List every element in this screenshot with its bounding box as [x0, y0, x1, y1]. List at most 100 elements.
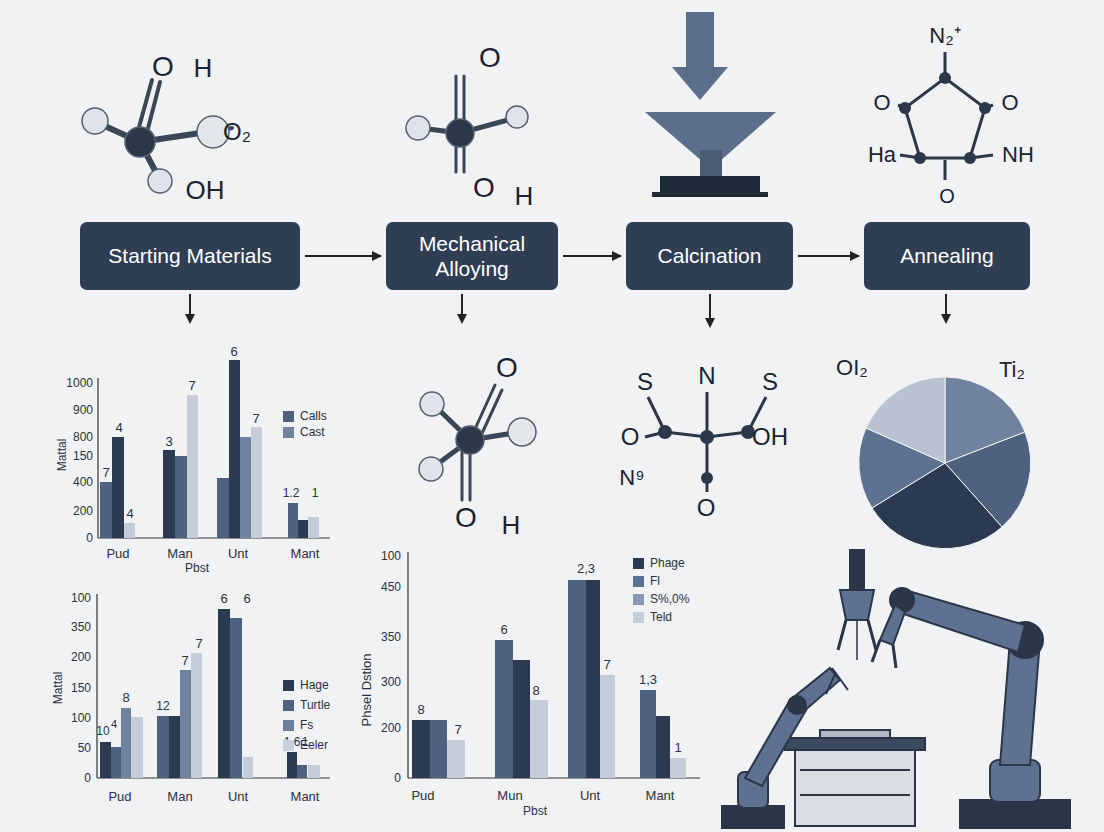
robot-arms [722, 550, 1070, 828]
chart-text: 450 [381, 581, 401, 593]
chart-text: 4 [111, 719, 117, 730]
chart-text: Man [167, 790, 192, 803]
bar [169, 716, 180, 778]
bar [163, 450, 175, 538]
atom-label: O [496, 354, 518, 382]
bar [656, 716, 670, 778]
chart-text: 200 [71, 651, 91, 663]
legend-entry: Fl [633, 574, 660, 588]
bar [288, 503, 298, 538]
bar [298, 520, 308, 538]
atom-label: O [621, 425, 640, 449]
atom-label: OH [752, 425, 788, 449]
chart-text: 4 [126, 507, 133, 520]
legend-entry: Fs [283, 718, 313, 732]
legend-entry: Teld [633, 610, 672, 624]
chart-text: 7 [454, 723, 461, 736]
legend-entry: Cast [283, 425, 325, 439]
legend-text: Phage [650, 556, 685, 570]
chart-text: Pud [108, 790, 131, 803]
legend-swatch [283, 740, 294, 751]
bar [495, 640, 513, 778]
atom-label: Ti₂ [999, 359, 1025, 381]
legend-entry: Turtle [283, 698, 330, 712]
chart-text: 8 [122, 691, 129, 704]
legend-text: Hage [300, 678, 329, 692]
chart-text: 350 [71, 621, 91, 633]
chart-text: 0 [84, 772, 91, 784]
atom-label: H [502, 512, 521, 538]
chart-text: 4 [115, 421, 122, 434]
chart-text: 200 [381, 722, 401, 734]
chart-text: 1,3 [639, 673, 657, 686]
chart-text: Unt [580, 789, 600, 802]
flow-arrow [798, 255, 859, 257]
bar [430, 720, 447, 778]
chart-text: Pbst [523, 805, 547, 817]
molecule [96, 80, 232, 180]
bar [180, 670, 191, 778]
legend-swatch [283, 427, 294, 438]
legend-swatch [633, 576, 644, 587]
legend-text: S%,0% [650, 592, 689, 606]
chart-text: Mattal [52, 672, 64, 705]
bar [243, 757, 253, 778]
chart-text: 6 [230, 345, 237, 358]
chart-text: 100 [71, 592, 91, 604]
bar [218, 609, 230, 778]
flow-arrow [563, 255, 621, 257]
chart-text: 7 [188, 379, 195, 392]
chart-text: Pbst [185, 562, 209, 574]
legend-text: Teld [650, 610, 672, 624]
chart-text: Mant [646, 789, 675, 802]
chart-text: 7 [252, 412, 259, 425]
bar [308, 517, 319, 538]
bar [187, 395, 198, 538]
chart-text: 7 [181, 654, 188, 667]
chart-text: 350 [381, 631, 401, 643]
legend-text: Turtle [300, 698, 330, 712]
legend-swatch [633, 558, 644, 569]
process-box: Calcination [626, 222, 793, 290]
bars [100, 360, 686, 778]
bar [412, 720, 430, 778]
bar [191, 653, 202, 778]
chart-text: 6 [220, 592, 227, 605]
chart-text: 6 [500, 623, 507, 636]
chart-text: 900 [73, 404, 93, 416]
atom-label: OI₂ [836, 357, 868, 379]
bar [447, 740, 465, 778]
chart-text: 200 [73, 505, 93, 517]
chart-text: 7 [603, 658, 610, 671]
legend-text: Fs [300, 718, 313, 732]
atom-label: O [697, 496, 716, 520]
atom-label: O [1001, 92, 1018, 114]
bar [131, 717, 143, 778]
chart-text: 7 [195, 637, 202, 650]
pie-chart [859, 377, 1031, 549]
bar [229, 360, 240, 538]
legend-text: Cast [300, 425, 325, 439]
chart-text: 1 [312, 487, 319, 499]
atom-label: S [637, 370, 653, 394]
chart-text: Mun [497, 789, 522, 802]
chart-text: Mant [291, 547, 320, 560]
legend-entry: Calls [283, 409, 327, 423]
bar [297, 765, 307, 778]
atom-label: S [762, 370, 778, 394]
atom-label: H [515, 183, 534, 209]
legend-swatch [633, 594, 644, 605]
box-label: Calcination [658, 243, 762, 268]
legend-swatch [283, 411, 294, 422]
bar [230, 618, 242, 778]
legend-text: Fl [650, 574, 660, 588]
legend-swatch [283, 680, 294, 691]
legend-entry: Phage [633, 556, 685, 570]
bar [240, 437, 251, 538]
chart-text: 8 [532, 684, 539, 697]
bar [586, 580, 600, 778]
atom-label: O [152, 53, 174, 81]
atom-label: N [698, 364, 715, 388]
bar [100, 482, 112, 538]
chart-text: 10 [96, 725, 109, 737]
